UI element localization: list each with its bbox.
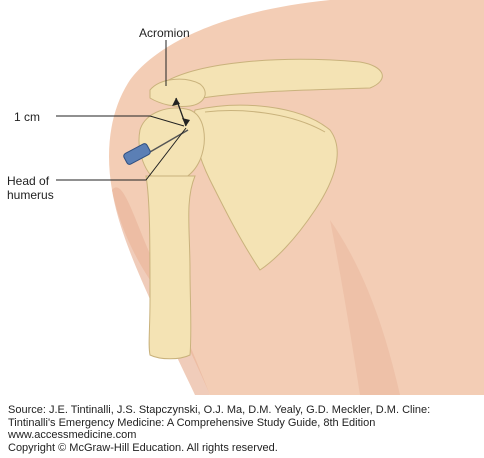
label-distance: 1 cm	[14, 110, 41, 124]
scapula-bone	[193, 104, 338, 271]
shoulder-illustration	[56, 0, 484, 395]
source-line-4: Copyright © McGraw-Hill Education. All r…	[8, 441, 278, 454]
acromion-bone	[149, 78, 206, 107]
source-citation: Source: J.E. Tintinalli, J.S. Stapczynsk…	[8, 404, 430, 454]
armpit-shadow	[330, 220, 400, 395]
leader-1cm	[56, 115, 185, 127]
label-head-line1: Head of	[7, 174, 50, 188]
label-head-of-humerus: Head of humerus	[7, 174, 54, 202]
source-line-3: www.accessmedicine.com	[8, 429, 137, 442]
humerus-head	[138, 107, 205, 184]
label-acromion: Acromion	[139, 26, 190, 40]
label-head-line2: humerus	[7, 188, 54, 202]
scapula-spine-line	[204, 110, 326, 133]
source-line-1: Source: J.E. Tintinalli, J.S. Stapczynsk…	[8, 404, 431, 416]
leader-head	[56, 127, 187, 181]
distance-arrow	[172, 97, 190, 127]
source-line-2: Tintinalli's Emergency Medicine: A Compr…	[8, 416, 376, 429]
humerus-shaft	[145, 175, 196, 360]
